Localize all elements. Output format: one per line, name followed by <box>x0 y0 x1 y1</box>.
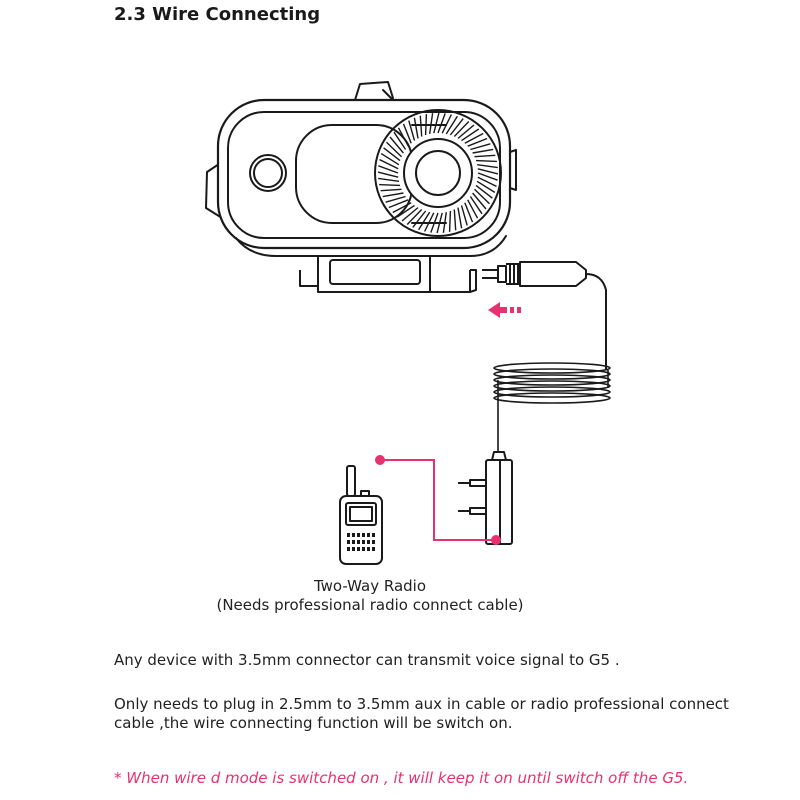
coiled-cable <box>493 362 611 452</box>
wired-mode-note: * When wire d mode is switched on , it w… <box>114 769 689 787</box>
paragraph-aux-cable: Only needs to plug in 2.5mm to 3.5mm aux… <box>114 695 729 732</box>
section-heading: 2.3 Wire Connecting <box>114 4 321 25</box>
g5-intercom-device <box>205 81 517 257</box>
wire-connecting-diagram <box>205 81 611 565</box>
connection-line <box>375 455 501 545</box>
insert-arrow <box>488 302 521 318</box>
rotary-dial <box>374 109 502 237</box>
radio-caption: Two-Way Radio <box>313 577 427 595</box>
radio-plug <box>458 451 513 545</box>
radio-subcaption: (Needs professional radio connect cable) <box>216 596 524 614</box>
mount-base <box>299 256 477 293</box>
two-way-radio-icon <box>339 465 383 565</box>
jack-3-5mm <box>482 261 607 370</box>
paragraph-3-5mm-connector: Any device with 3.5mm connector can tran… <box>114 651 620 669</box>
